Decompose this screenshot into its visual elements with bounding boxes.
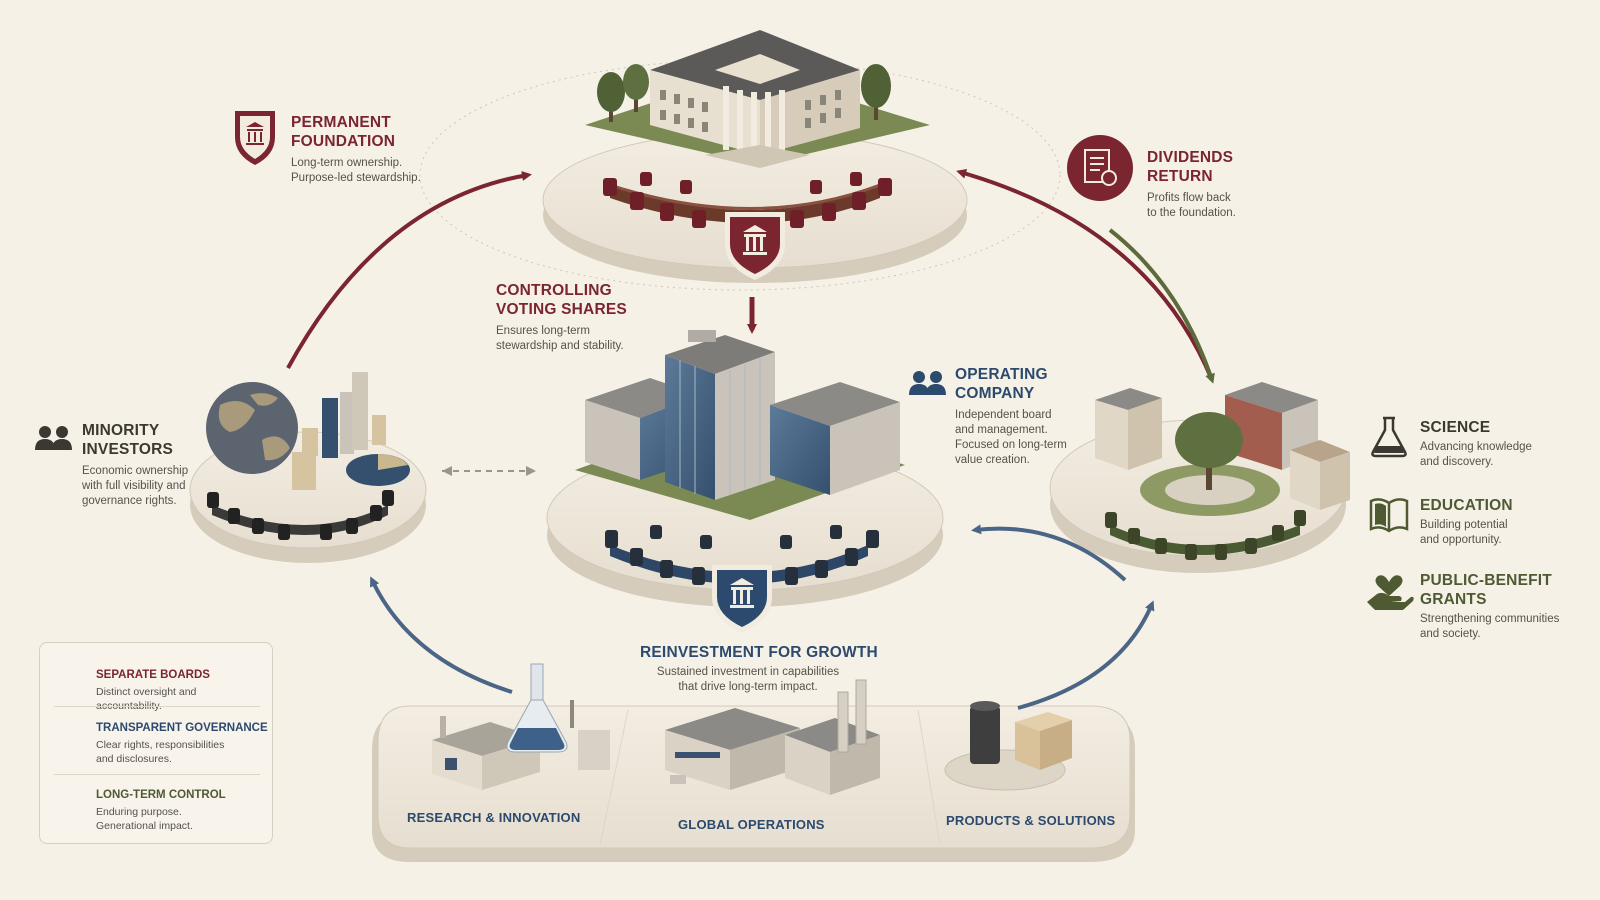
platform-label-operations: Global Operations [678,817,825,832]
operating-platform [546,330,944,633]
heart-hand-icon [1367,575,1414,610]
dividends-label: Dividends Return Profits flow back to th… [1147,148,1236,221]
bottom-platform [372,663,1135,862]
legend-title: Long-Term Control [96,789,226,801]
benefit-science-desc: Advancing knowledge and discovery. [1420,441,1532,468]
foundation-platform [542,30,968,283]
benefit-science-title: Science [1420,419,1491,436]
minority-label: Minority Investors Economic ownership wi… [82,421,188,509]
bar-chart-icon [292,372,386,490]
globe-icon [206,382,298,474]
voting-title: Controlling Voting Shares [496,282,627,318]
boardroom-table [1105,510,1306,560]
flask-icon [506,663,568,753]
legend-divider [54,774,260,775]
product-icon [944,701,1072,791]
operating-label: Operating Company Independent board and … [955,365,1067,468]
voting-label: Controlling Voting Shares Ensures long-t… [496,281,627,354]
flow-arrow-to-operating [971,524,1127,582]
operating-desc: Independent board and management. Focuse… [955,409,1067,466]
foundation-shield-icon [725,212,785,280]
legend-desc: Enduring purpose. Generational impact. [96,806,193,832]
operating-title: Operating Company [955,366,1048,402]
voting-desc: Ensures long-term stewardship and stabil… [496,325,624,352]
boardroom-table [605,525,879,585]
people-icon [909,371,946,395]
operating-shield-icon [712,565,772,633]
minority-title: Minority Investors [82,422,174,458]
flow-arrow-reinvest-right [1017,600,1155,710]
flask-icon [1371,416,1407,458]
people-icon [35,426,72,450]
pie-chart-icon [346,454,410,486]
reinvestment-desc: Sustained investment in capabilities tha… [656,666,840,693]
foundation-label: Permanent Foundation Long-term ownership… [291,113,421,186]
minority-platform [189,372,427,563]
benefit-education: Education Building potential and opportu… [1420,496,1513,548]
benefit-grants: Public-Benefit Grants Strengthening comm… [1420,571,1559,642]
boardroom-table [603,172,892,228]
platform-label-products: Products & Solutions [946,813,1116,828]
dividends-desc: Profits flow back to the foundation. [1147,192,1236,219]
community-platform [1049,382,1350,573]
minority-desc: Economic ownership with full visibility … [82,465,189,507]
reinvestment-label: Reinvestment for Growth Sustained invest… [640,643,878,695]
legend-desc: Clear rights, responsibilities and discl… [96,739,225,765]
foundation-desc: Long-term ownership. Purpose-led steward… [291,157,421,184]
orbit-ring [419,59,1061,291]
flow-arrow-dividends [969,173,1214,381]
foundation-title: Permanent Foundation [291,114,396,150]
book-icon [1369,498,1409,533]
benefit-grants-title: Public-Benefit Grants [1420,572,1552,608]
office-tower [585,330,900,500]
flow-arrow-to-foundation [286,171,532,369]
factory-building [665,679,880,795]
legend-title: Separate Boards [96,669,210,681]
certificate-icon [1067,135,1133,201]
flow-arrow-reinvest-left [370,576,513,694]
legend-divider [54,706,260,707]
tree-icon [1175,412,1243,490]
benefit-education-title: Education [1420,497,1513,514]
reinvestment-title: Reinvestment for Growth [640,644,878,661]
foundation-building [650,30,860,168]
dividends-title: Dividends Return [1147,149,1234,185]
legend-panel: Separate Boards Distinct oversight and a… [39,642,273,844]
legend-title: Transparent Governance [96,722,268,734]
shield-icon [235,111,275,165]
platform-label-research: Research & Innovation [407,810,581,825]
boardroom-table [207,490,394,540]
benefit-science: Science Advancing knowledge and discover… [1420,418,1532,470]
benefit-education-desc: Building potential and opportunity. [1420,519,1508,546]
legend-desc: Distinct oversight and accountability. [96,686,197,712]
lab-building [432,700,610,790]
benefit-grants-desc: Strengthening communities and society. [1420,613,1560,640]
tree-icon [597,64,891,122]
